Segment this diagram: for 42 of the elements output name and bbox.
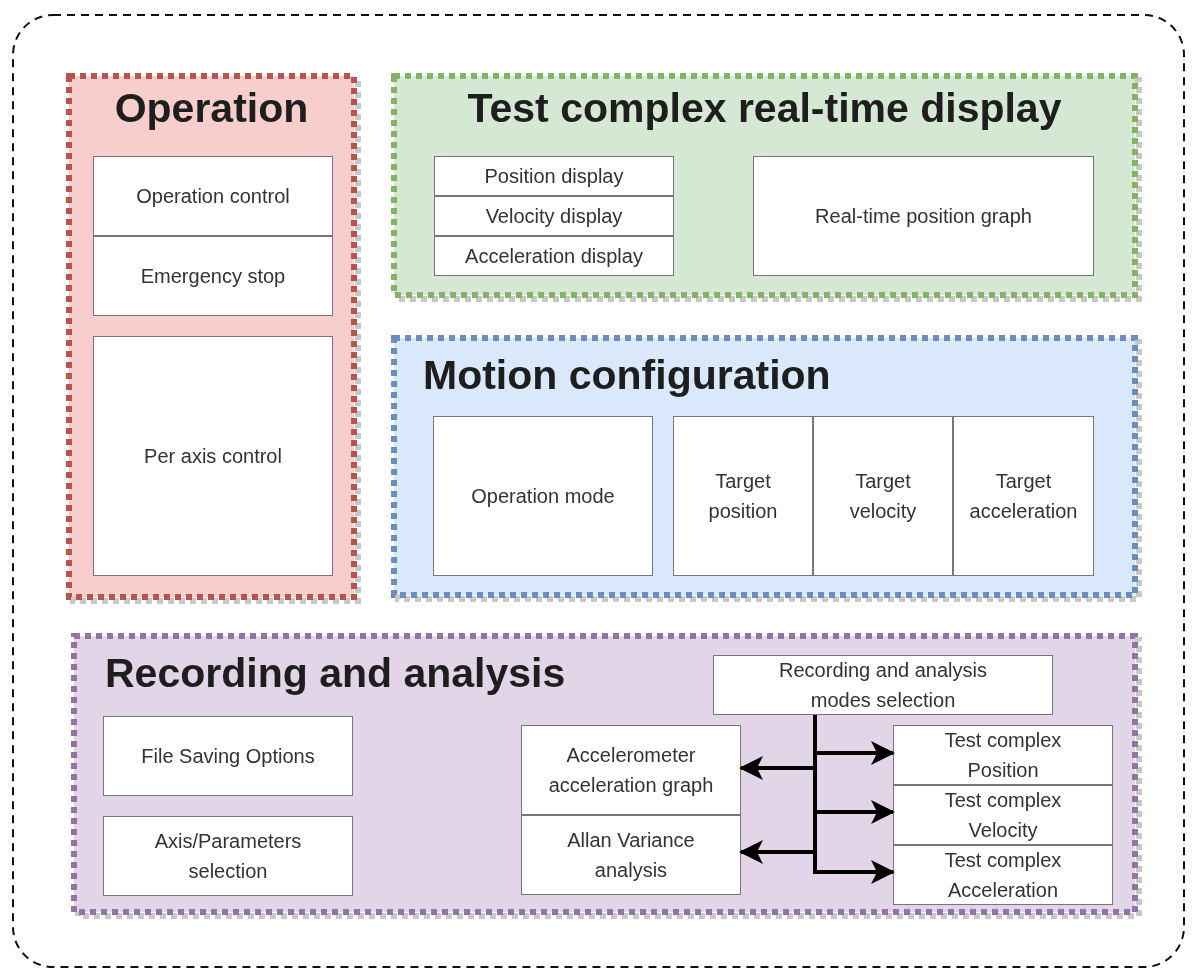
box-label: Target acceleration xyxy=(968,469,1079,524)
box-label: File Saving Options xyxy=(141,744,315,769)
item-box xyxy=(93,156,333,236)
box-label: Per axis control xyxy=(144,444,282,469)
item-box xyxy=(673,416,813,576)
item-box xyxy=(893,785,1113,845)
box-label: Target velocity xyxy=(848,469,918,524)
item-box xyxy=(434,196,674,236)
box-label: Velocity display xyxy=(485,204,623,229)
item-box xyxy=(93,236,333,316)
item-box xyxy=(813,416,953,576)
item-box xyxy=(713,655,1053,715)
item-box xyxy=(434,156,674,196)
section-heading: Motion configuration xyxy=(423,352,831,398)
box-label: Test complex Velocity xyxy=(943,788,1063,843)
section-heading: Test complex real-time display xyxy=(466,85,1063,131)
box-label: Real-time position graph xyxy=(815,204,1032,229)
item-box xyxy=(521,725,741,815)
item-box xyxy=(103,816,353,896)
box-label: Test complex Position xyxy=(943,728,1063,783)
box-label: Position display xyxy=(484,164,624,189)
box-label: Emergency stop xyxy=(140,264,286,289)
item-box xyxy=(753,156,1094,276)
box-label: Operation mode xyxy=(471,484,615,509)
item-box xyxy=(893,725,1113,785)
item-box xyxy=(521,815,741,895)
box-label: Recording and analysis modes selection xyxy=(778,658,988,713)
section-heading: Recording and analysis xyxy=(105,650,566,696)
box-label: Accelerometer acceleration graph xyxy=(547,743,715,798)
item-box xyxy=(893,845,1113,905)
item-box xyxy=(103,716,353,796)
box-label: Operation control xyxy=(136,184,290,209)
item-box xyxy=(93,336,333,576)
item-box xyxy=(433,416,653,576)
item-box xyxy=(434,236,674,276)
box-label: Axis/Parameters selection xyxy=(153,829,303,884)
section-heading: Operation xyxy=(113,85,310,131)
item-box xyxy=(953,416,1094,576)
box-label: Acceleration display xyxy=(465,244,643,269)
box-label: Target position xyxy=(707,469,779,524)
box-label: Test complex Acceleration xyxy=(943,848,1063,903)
box-label: Allan Variance analysis xyxy=(566,828,696,883)
